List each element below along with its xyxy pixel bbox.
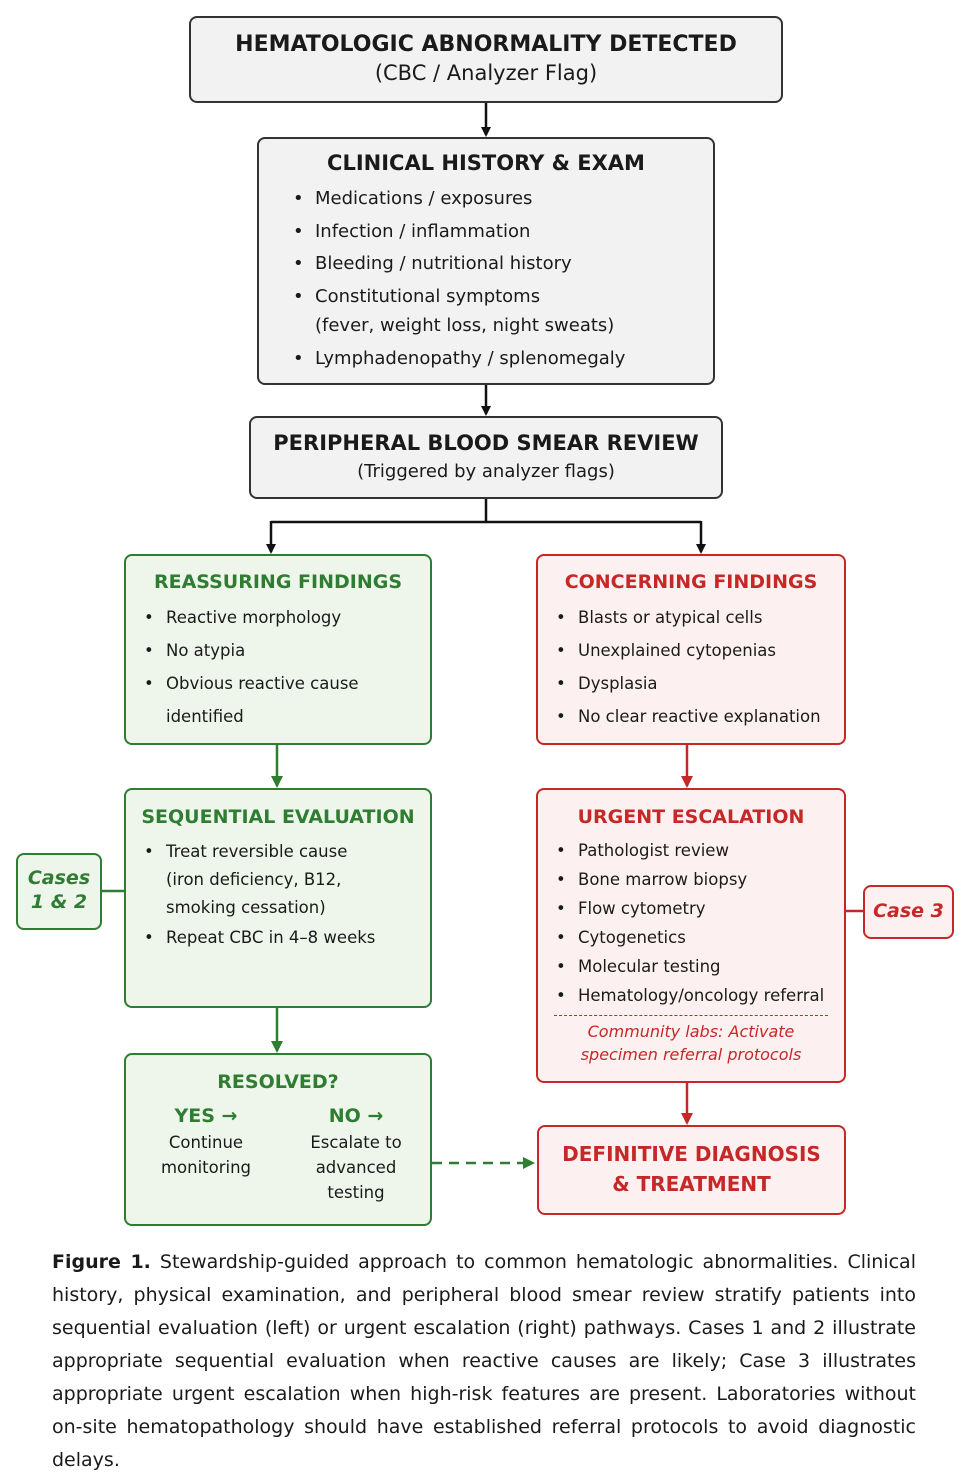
smear-review-title: PERIPHERAL BLOOD SMEAR REVIEW bbox=[273, 431, 699, 455]
urgent-escalation-list: Pathologist review Bone marrow biopsy Fl… bbox=[554, 836, 844, 1010]
list-item: Bone marrow biopsy bbox=[554, 865, 844, 894]
list-item: Repeat CBC in 4–8 weeks bbox=[142, 924, 430, 952]
urgent-escalation-title: URGENT ESCALATION bbox=[577, 806, 805, 828]
sequential-evaluation-box: SEQUENTIAL EVALUATION Treat reversible c… bbox=[124, 788, 432, 1008]
concerning-findings-title: CONCERNING FINDINGS bbox=[564, 571, 818, 593]
referral-note-line1: Community labs: Activate bbox=[587, 1022, 795, 1041]
case-3-label: Case 3 bbox=[873, 900, 944, 922]
definitive-diagnosis-line2: & TREATMENT bbox=[612, 1172, 771, 1196]
definitive-diagnosis-box: DEFINITIVE DIAGNOSIS & TREATMENT bbox=[537, 1125, 846, 1215]
resolved-yes-line1: Continue bbox=[168, 1133, 244, 1152]
resolved-no-label: NO → bbox=[328, 1105, 384, 1127]
resolved-no-line1: Escalate to bbox=[310, 1133, 402, 1152]
figure-caption-label: Figure 1. bbox=[52, 1251, 151, 1273]
cases-1-2-tag: Cases 1 & 2 bbox=[16, 853, 102, 930]
clinical-history-list: Medications / exposures Infection / infl… bbox=[291, 183, 713, 375]
list-item: Treat reversible cause bbox=[142, 838, 430, 866]
smear-split-connector bbox=[271, 498, 701, 524]
resolved-yes-label: YES → bbox=[174, 1105, 238, 1127]
reassuring-findings-title: REASSURING FINDINGS bbox=[153, 571, 403, 593]
list-item: Molecular testing bbox=[554, 952, 844, 981]
list-item-continuation: smoking cessation) bbox=[166, 898, 326, 917]
list-item-continuation: (fever, weight loss, night sweats) bbox=[315, 315, 615, 336]
resolved-yes-column: YES → Continue monitoring bbox=[136, 1105, 276, 1177]
connector-arrows bbox=[102, 102, 864, 1169]
resolved-box: RESOLVED? YES → Continue monitoring NO →… bbox=[124, 1053, 432, 1226]
concerning-findings-box: CONCERNING FINDINGS Blasts or atypical c… bbox=[536, 554, 846, 745]
resolved-yes-line2: monitoring bbox=[160, 1158, 252, 1177]
reassuring-findings-box: REASSURING FINDINGS Reactive morphology … bbox=[124, 554, 432, 745]
list-item: Medications / exposures bbox=[291, 183, 713, 216]
list-item: Infection / inflammation bbox=[291, 216, 713, 249]
list-item: No atypia bbox=[142, 634, 430, 667]
list-item: Reactive morphology bbox=[142, 601, 430, 634]
resolved-no-line3: testing bbox=[327, 1183, 385, 1202]
clinical-history-box: CLINICAL HISTORY & EXAM Medications / ex… bbox=[257, 137, 715, 385]
list-item: Hematology/oncology referral bbox=[554, 981, 844, 1010]
resolved-no-line2: advanced bbox=[315, 1158, 397, 1177]
smear-review-box: PERIPHERAL BLOOD SMEAR REVIEW (Triggered… bbox=[249, 416, 723, 499]
list-item: Blasts or atypical cells bbox=[554, 601, 844, 634]
reassuring-findings-list: Reactive morphology No atypia Obvious re… bbox=[142, 601, 430, 733]
concerning-findings-list: Blasts or atypical cells Unexplained cyt… bbox=[554, 601, 844, 733]
abnormality-detected-box: HEMATOLOGIC ABNORMALITY DETECTED (CBC / … bbox=[189, 16, 783, 103]
list-item: Lymphadenopathy / splenomegaly bbox=[291, 343, 713, 376]
urgent-escalation-box: URGENT ESCALATION Pathologist review Bon… bbox=[536, 788, 846, 1083]
abnormality-detected-title: HEMATOLOGIC ABNORMALITY DETECTED bbox=[235, 32, 737, 57]
figure-caption: Figure 1. Stewardship-guided approach to… bbox=[52, 1246, 916, 1477]
list-item: Pathologist review bbox=[554, 836, 844, 865]
list-item: Obvious reactive cause identified bbox=[142, 667, 430, 733]
abnormality-detected-subtitle: (CBC / Analyzer Flag) bbox=[374, 61, 598, 85]
figure-caption-text: Stewardship-guided approach to common he… bbox=[52, 1251, 916, 1471]
sequential-evaluation-title: SEQUENTIAL EVALUATION bbox=[141, 806, 415, 828]
referral-note-line2: specimen referral protocols bbox=[580, 1045, 802, 1064]
cases-1-2-line2: 1 & 2 bbox=[30, 891, 88, 913]
list-item: Constitutional symptoms bbox=[291, 281, 713, 314]
clinical-history-title: CLINICAL HISTORY & EXAM bbox=[327, 151, 645, 175]
cases-1-2-line1: Cases bbox=[27, 867, 91, 889]
dashed-divider bbox=[554, 1015, 828, 1016]
smear-review-subtitle: (Triggered by analyzer flags) bbox=[357, 461, 615, 482]
sequential-evaluation-list: Treat reversible cause (iron deficiency,… bbox=[142, 838, 430, 952]
list-item: Cytogenetics bbox=[554, 923, 844, 952]
resolved-title: RESOLVED? bbox=[217, 1071, 339, 1093]
list-item: Bleeding / nutritional history bbox=[291, 248, 713, 281]
list-item: No clear reactive explanation bbox=[554, 700, 844, 733]
list-item: Dysplasia bbox=[554, 667, 844, 700]
list-item: Unexplained cytopenias bbox=[554, 634, 844, 667]
list-item: Flow cytometry bbox=[554, 894, 844, 923]
case-3-tag: Case 3 bbox=[863, 885, 954, 939]
definitive-diagnosis-line1: DEFINITIVE DIAGNOSIS bbox=[562, 1142, 821, 1166]
resolved-no-column: NO → Escalate to advanced testing bbox=[286, 1105, 426, 1202]
list-item-continuation: (iron deficiency, B12, bbox=[166, 870, 342, 889]
